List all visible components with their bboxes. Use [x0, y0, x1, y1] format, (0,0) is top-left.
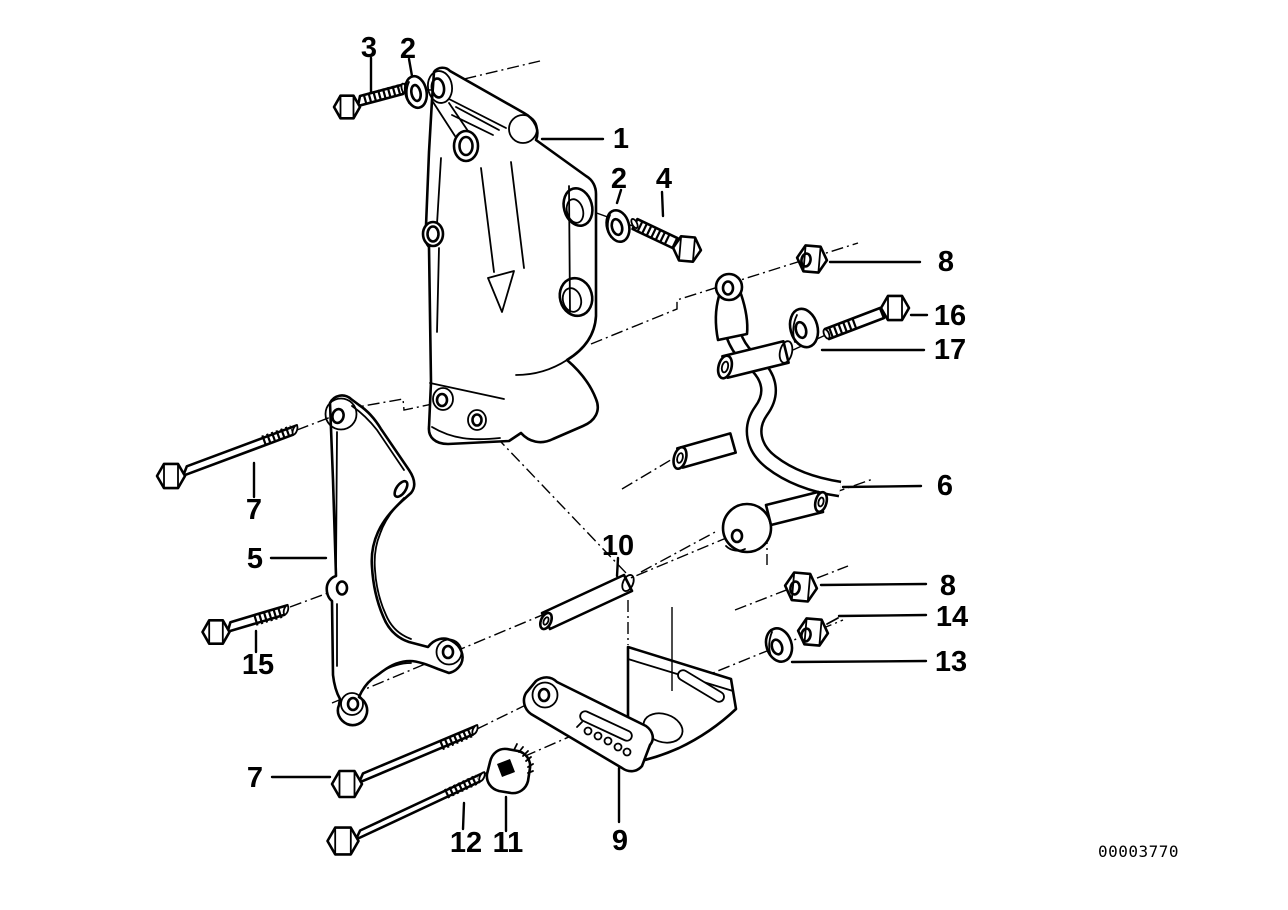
callout-3: 3 [361, 32, 377, 94]
callout-label-8-mid: 8 [940, 570, 956, 602]
callout-label-8-top: 8 [938, 246, 954, 278]
part-15-hex-bolt [201, 603, 290, 646]
callout-label-7-lower: 7 [247, 762, 263, 794]
callout-label-14: 14 [936, 601, 968, 633]
callout-2-top: 2 [400, 33, 416, 78]
part-8-hex-nut-top [795, 244, 829, 274]
part-12-hex-bolt [326, 771, 486, 856]
callouts: 3 2 1 2 4 8 16 17 [242, 32, 968, 859]
callout-9: 9 [612, 766, 628, 857]
callout-10: 10 [602, 530, 634, 578]
part-2-washer-mid [605, 208, 631, 244]
part-5-side-plate [324, 394, 464, 727]
callout-6: 6 [841, 470, 953, 502]
part-4-hex-bolt [630, 217, 703, 264]
part-10-spacer-sleeve [538, 573, 635, 631]
callout-label-3: 3 [361, 32, 377, 64]
callout-4: 4 [656, 163, 672, 218]
callout-1: 1 [540, 123, 629, 155]
part-8-hex-nut-mid [783, 571, 819, 603]
part-13-washer [764, 627, 794, 663]
diagram-code: 00003770 [1098, 842, 1179, 861]
part-3-hex-bolt [332, 82, 408, 120]
callout-11: 11 [493, 795, 524, 859]
callout-label-2-top: 2 [400, 33, 416, 65]
callout-label-2-mid: 2 [611, 163, 627, 195]
callout-13: 13 [790, 646, 967, 678]
callout-label-13: 13 [935, 646, 967, 678]
callout-label-4: 4 [656, 163, 672, 195]
callout-16: 16 [909, 300, 966, 332]
part-9-adjusting-bracket [522, 607, 738, 773]
part-11-knurled-nut [485, 743, 534, 795]
part-7-hex-bolt-upper [155, 423, 299, 490]
callout-7-upper: 7 [246, 461, 262, 526]
callout-label-15: 15 [242, 649, 274, 681]
callout-label-7-upper: 7 [246, 494, 262, 526]
callout-5: 5 [247, 543, 328, 575]
callout-label-6: 6 [937, 470, 953, 502]
part-6-supporting-bracket [672, 272, 842, 554]
callout-8-mid: 8 [819, 570, 956, 602]
callout-label-1: 1 [613, 123, 629, 155]
callout-7-lower: 7 [247, 762, 332, 794]
callout-2-mid: 2 [611, 163, 627, 205]
callout-17: 17 [820, 334, 966, 366]
callout-label-12: 12 [450, 827, 482, 859]
callout-label-10: 10 [602, 530, 634, 562]
part-14-hex-nut [796, 617, 839, 647]
callout-label-5: 5 [247, 543, 263, 575]
part-16-hex-bolt [822, 294, 911, 341]
callout-8-top: 8 [828, 246, 954, 278]
callout-label-17: 17 [934, 334, 966, 366]
part-1-main-support-bracket [421, 66, 600, 446]
callout-14: 14 [837, 601, 968, 633]
part-17-washer [788, 307, 820, 349]
part-2-washer-top [403, 74, 429, 110]
callout-label-16: 16 [934, 300, 966, 332]
callout-label-11: 11 [493, 827, 524, 859]
part-7-hex-bolt-lower [330, 724, 479, 799]
callout-label-9: 9 [612, 825, 628, 857]
callout-15: 15 [242, 629, 274, 681]
callout-12: 12 [450, 801, 482, 859]
